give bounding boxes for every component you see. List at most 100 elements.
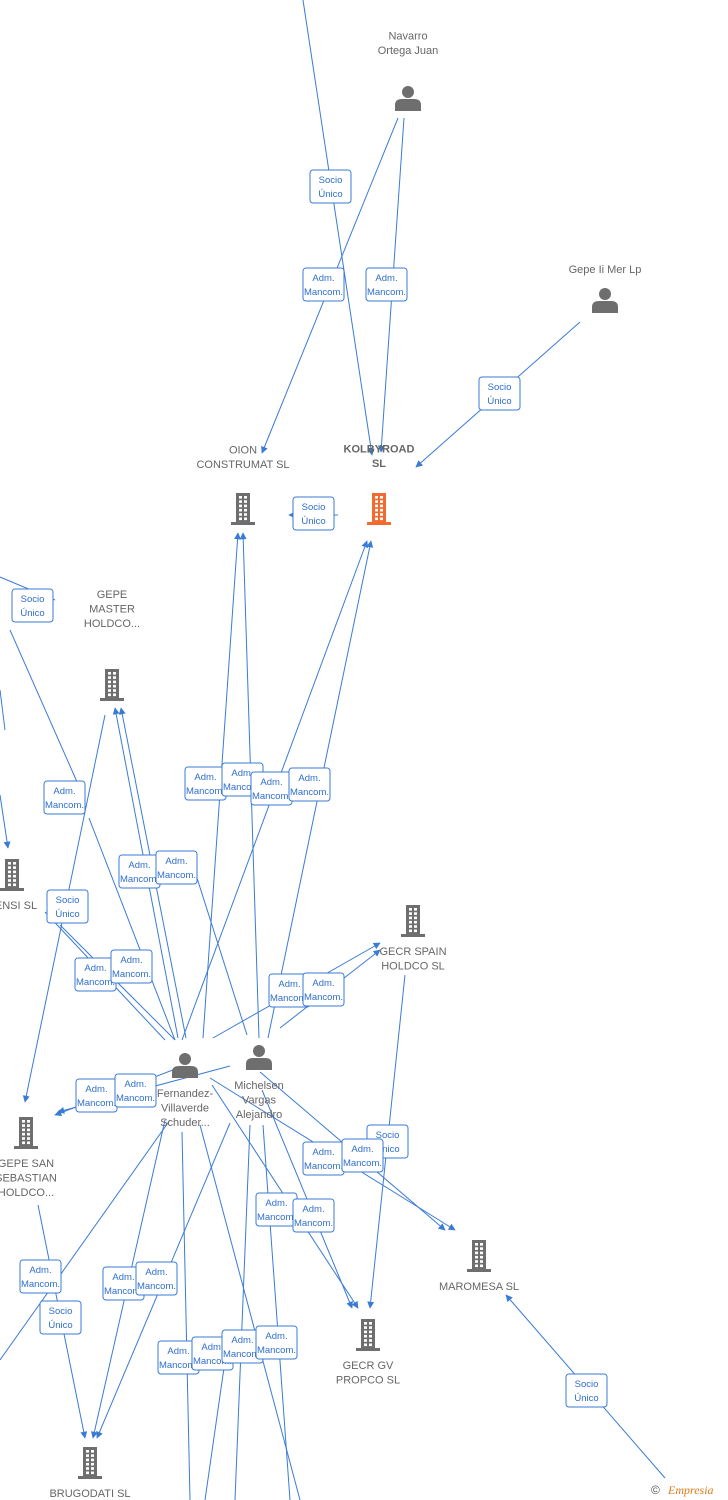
relationship-label-text: Mancom.	[343, 1158, 382, 1169]
copyright-symbol: ©	[651, 1483, 660, 1497]
relationship-label-text: Mancom.	[157, 870, 196, 881]
relationship-label[interactable]: Adm.Mancom.	[365, 267, 408, 302]
relationship-label[interactable]: Adm.Mancom.	[302, 1141, 345, 1176]
node-gepe-san[interactable]: GEPE SANSEBASTIANHOLDCO...	[0, 1117, 57, 1199]
relationship-label[interactable]: Adm.Mancom.	[74, 957, 117, 992]
node-fernandez[interactable]: Fernandez-VillaverdeSchuder...	[157, 1053, 214, 1129]
node-maromesa[interactable]: MAROMESA SL	[439, 1240, 519, 1293]
relationship-label-text: Mancom.	[257, 1212, 296, 1223]
node-rensi[interactable]: RENSI SL	[0, 859, 37, 912]
relationship-label-text: Mancom.	[252, 791, 291, 802]
node-name-line: Alejandro	[236, 1109, 282, 1121]
node-gecr-spain[interactable]: GECR SPAIN HOLDCO SL	[379, 905, 447, 973]
relationship-label[interactable]: Adm.Mancom.	[155, 850, 198, 885]
edge-line	[181, 1131, 191, 1500]
relationship-label-text: Mancom.	[137, 1281, 176, 1292]
relationship-label-text: Adm.	[112, 1272, 134, 1283]
node-name-line: Fernandez-	[157, 1088, 214, 1100]
relationship-label-text: Único	[375, 1144, 399, 1155]
building-icon	[78, 1447, 102, 1479]
relationship-label-text: Mancom.	[270, 993, 309, 1004]
relationship-label-text: Único	[318, 189, 342, 200]
relationship-labels: SocioÚnicoAdm.Mancom.Adm.Mancom.SocioÚni…	[11, 169, 608, 1408]
relationship-label-text: Mancom.	[223, 782, 262, 793]
relationship-label[interactable]: Adm.Mancom.	[114, 1073, 157, 1108]
relationship-label-text: Mancom.	[223, 1349, 262, 1360]
node-gepe-li[interactable]: Gepe Ii Mer Lp	[569, 264, 642, 313]
relationship-label-text: Adm.	[375, 273, 397, 284]
relationship-label-text: Adm.	[167, 1346, 189, 1357]
node-name-line: SL	[372, 458, 386, 470]
relationship-label-text: Socio	[575, 1379, 599, 1390]
relationship-label-text: Adm.	[312, 273, 334, 284]
relationship-label-text: Socio	[376, 1130, 400, 1141]
relationship-label[interactable]: Adm.Mancom.	[43, 780, 86, 815]
relationship-label[interactable]: Adm. Mancom.	[255, 1192, 298, 1227]
relationship-label-text: Mancom.	[104, 1286, 143, 1297]
relationship-label-text: Adm.	[351, 1144, 373, 1155]
relationship-label[interactable]: Adm.Mancom.	[135, 1261, 178, 1296]
relationship-label[interactable]: Adm. Mancom.	[302, 267, 345, 302]
relationship-label-text: Mancom.	[112, 969, 151, 980]
relationship-label-text: Adm.	[84, 963, 106, 974]
node-name-line: Navarro	[388, 31, 427, 43]
node-name-line: GECR SPAIN	[379, 946, 446, 958]
node-brugodati[interactable]: BRUGODATI SL	[49, 1447, 131, 1500]
relationship-label-text: Mancom.	[21, 1279, 60, 1290]
relationship-label[interactable]: Adm.Mancom.	[184, 766, 227, 801]
relationship-label[interactable]: Adm. Mancom.	[341, 1138, 384, 1173]
relationship-label-text: Adm.	[302, 1204, 324, 1215]
footer-credit: © Empresia	[651, 1483, 714, 1497]
relationship-label[interactable]: Adm.Mancom.	[118, 854, 161, 889]
relationship-label-text: Adm.	[124, 1079, 146, 1090]
relationship-label[interactable]: Adm.Mancom.	[19, 1259, 62, 1294]
relationship-label[interactable]: Adm.Mancom.	[157, 1340, 200, 1375]
relationship-label-text: Socio	[49, 1306, 73, 1317]
relationship-label-text: Mancom.	[186, 786, 225, 797]
relationship-label-text: Socio	[21, 594, 45, 605]
relationship-label-text: Socio	[56, 895, 80, 906]
relationship-label-text: Mancom.	[304, 287, 343, 298]
building-icon	[0, 859, 24, 891]
relationship-label[interactable]: Adm.Mancom.	[288, 767, 331, 802]
relationship-label[interactable]: Adm.Mancom.	[292, 1198, 335, 1233]
edge-line	[88, 817, 176, 1041]
relationship-label[interactable]: Adm.Mancom.	[302, 972, 345, 1007]
relationship-label-text: Único	[487, 396, 511, 407]
relationship-label[interactable]: Adm.Mancom.	[75, 1078, 118, 1113]
building-icon	[401, 905, 425, 937]
node-name-line: SEBASTIAN	[0, 1173, 57, 1185]
node-name-line: RENSI SL	[0, 900, 37, 912]
node-name-line: HOLDCO SL	[381, 961, 445, 973]
relationship-label-text: Único	[48, 1320, 72, 1331]
building-icon	[367, 493, 391, 525]
node-name-line: BRUGODATI SL	[49, 1488, 130, 1500]
relationship-label-text: Adm.	[278, 979, 300, 990]
relationship-label[interactable]: Adm.Mancom.	[250, 771, 293, 806]
relationship-label[interactable]: Adm.Mancom.	[110, 949, 153, 984]
relationship-label-text: Adm.	[265, 1198, 287, 1209]
relationship-label-text: Único	[20, 608, 44, 619]
node-name-line: OION	[229, 445, 257, 457]
node-name-line: Schuder...	[160, 1117, 210, 1129]
node-gepe-master[interactable]: GEPEMASTERHOLDCO...	[84, 589, 140, 701]
person-icon	[592, 288, 618, 313]
relationship-label[interactable]: Adm.Mancom.	[255, 1325, 298, 1360]
edge-line	[234, 1124, 251, 1500]
relationship-label-text: Adm.	[128, 860, 150, 871]
node-name-line: HOLDCO...	[84, 618, 140, 630]
